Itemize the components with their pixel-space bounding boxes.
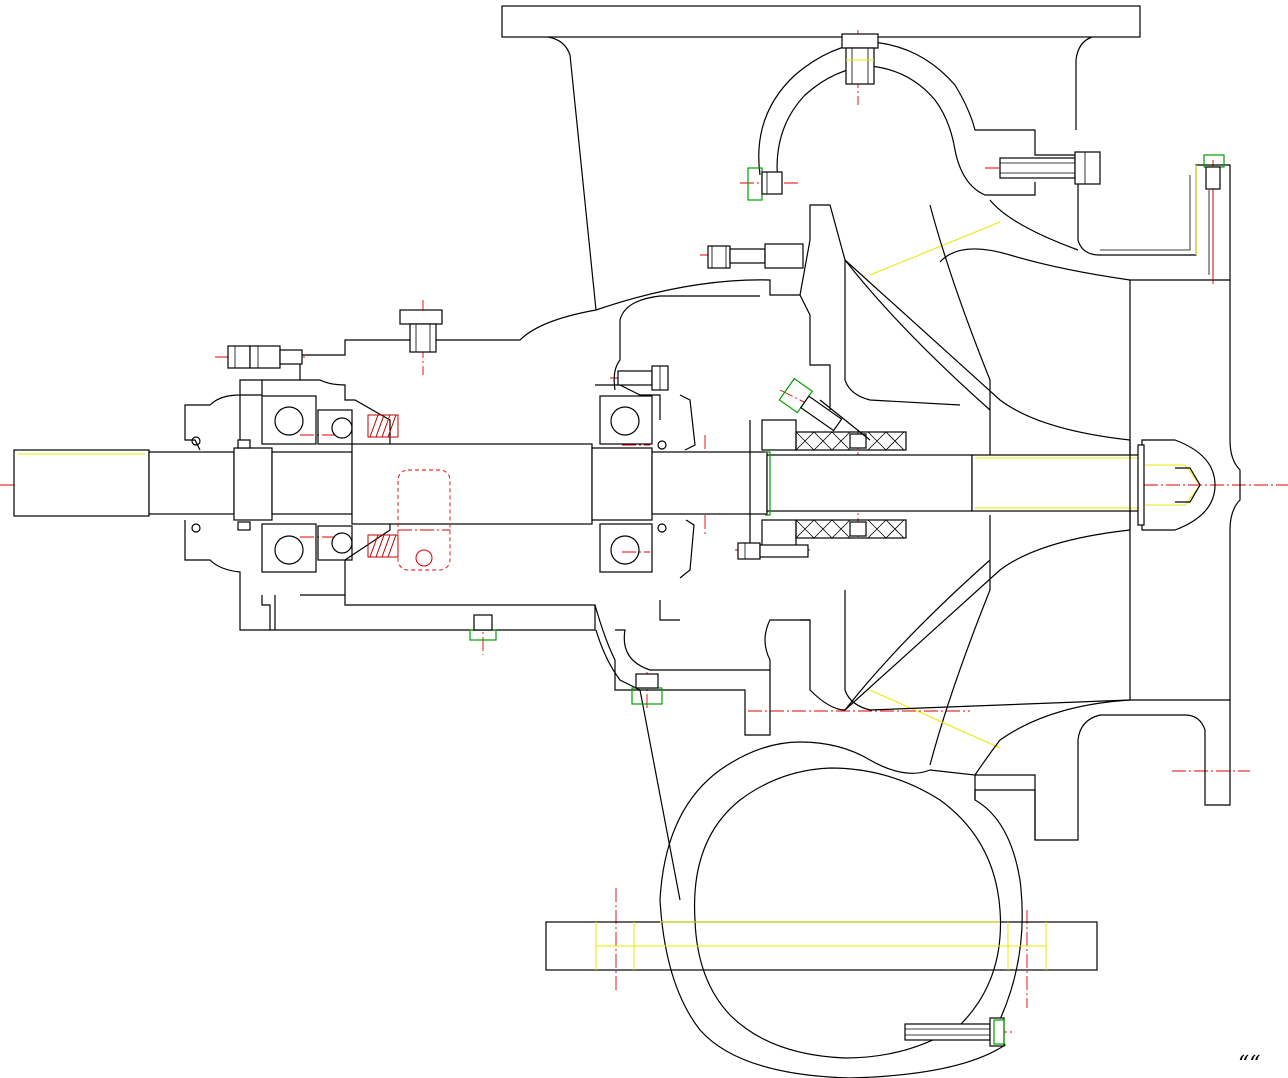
bearing-left	[261, 395, 353, 573]
corner-mark: ““	[1238, 1052, 1261, 1077]
volute-bottom-bolt	[904, 1017, 1005, 1047]
bearing-housing	[184, 379, 810, 736]
gland-bolt-lower	[737, 542, 809, 560]
end-cap-bolt	[227, 345, 303, 369]
slinger	[679, 394, 696, 579]
oil-ring	[397, 469, 451, 571]
casing-bolt-upper	[707, 243, 804, 269]
gland-bolt	[778, 377, 871, 441]
discharge-flange	[501, 5, 1141, 311]
casing-body	[299, 204, 1241, 700]
impeller-nose	[1137, 439, 1216, 531]
bearing-cover-bolt	[617, 365, 669, 391]
drain-plug	[469, 614, 497, 641]
top-bolt	[841, 33, 879, 85]
casing-bolt-lower	[631, 673, 663, 705]
lower-casing	[595, 590, 1231, 901]
packing-box	[749, 419, 907, 551]
right-vertical-bolt	[1203, 154, 1225, 280]
volute-left-bolt	[747, 167, 783, 201]
shaft	[13, 443, 1143, 525]
lip-seals	[191, 436, 667, 533]
upper-volute	[758, 41, 1231, 281]
suction-flange	[545, 921, 1098, 971]
impeller	[844, 259, 1131, 766]
bearing-right	[599, 395, 653, 573]
upper-right-bolt	[999, 151, 1101, 185]
vent-plug	[399, 309, 443, 353]
lower-volute	[659, 741, 1036, 1078]
